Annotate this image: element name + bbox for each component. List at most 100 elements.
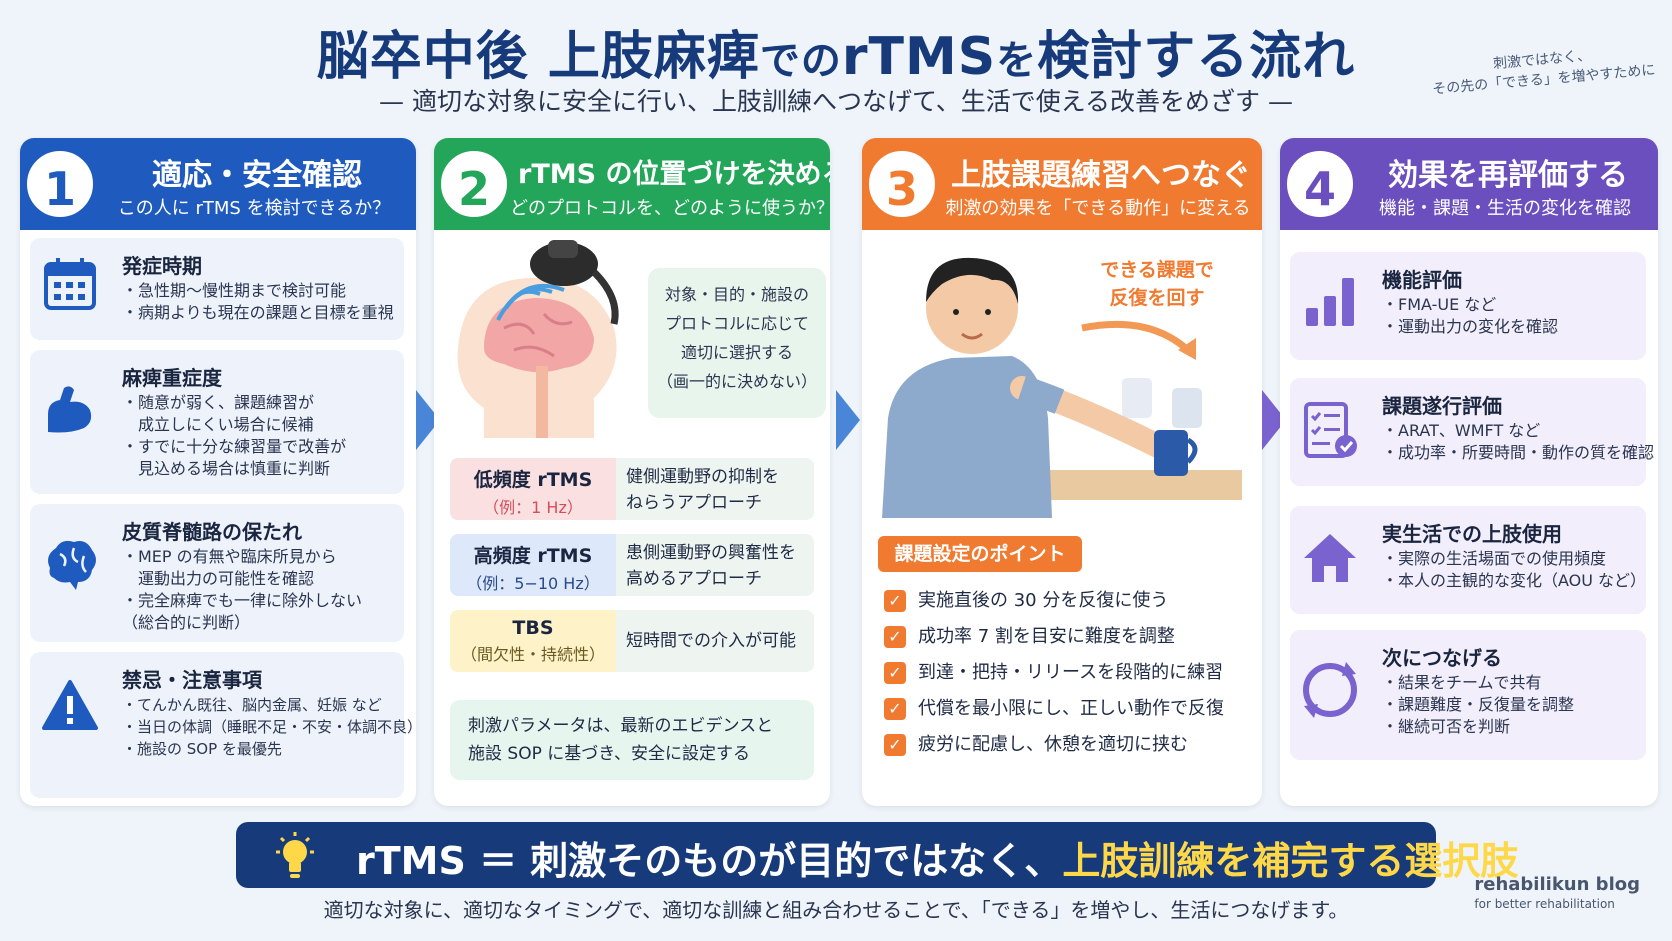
step-2-header: 2 rTMS の位置づけを決める どのプロトコルを、どのように使うか？ xyxy=(434,138,830,230)
step-4-column: 4 効果を再評価する 機能・課題・生活の変化を確認 機能評価 ・FMA-UE な… xyxy=(1280,138,1658,806)
protocol-tbs: TBS （間欠性・持続性） 短時間での介入が可能 xyxy=(450,610,814,672)
card-line: ・てんかん既往、脳内金属、妊娠 など xyxy=(122,696,382,714)
step-1-subtitle: この人に rTMS を検討できるか？ xyxy=(117,198,391,219)
card-lines: ・結果をチームで共有 ・課題難度・反復量を調整 ・継続可否を判断 xyxy=(1382,672,1640,738)
brand-tagline: for better rehabilitation xyxy=(1474,897,1615,911)
card-line: ・MEP の有無や臨床所見から xyxy=(122,547,337,566)
checklist-item: ✓到達・把持・リリースを段階的に練習 xyxy=(884,658,1223,688)
check-text: 代償を最小限にし、正しい動作で反復 xyxy=(918,698,1224,719)
protocol-example: （例：5−10 Hz） xyxy=(466,574,600,593)
checklist-item: ✓ 成功率 7 割を目安に難度を調整 xyxy=(884,622,1175,652)
card-line: ・FMA-UE など xyxy=(1382,295,1497,314)
page-title: 脳卒中後 上肢麻痺でのrTMSを検討する流れ xyxy=(0,14,1672,89)
banner-text-highlight: 上肢訓練を補完する選択肢 xyxy=(1062,839,1519,883)
card-lines: ・MEP の有無や臨床所見から 運動出力の可能性を確認 ・完全麻痺でも一律に除外… xyxy=(122,546,398,634)
param-line: 刺激パラメータは、最新のエビデンスと xyxy=(468,716,774,736)
bar-chart-icon xyxy=(1306,278,1354,326)
checklist-item: ✓ 実施直後の 30 分を反復に使う xyxy=(884,586,1168,616)
check-icon: ✓ xyxy=(884,734,906,756)
card-line: ・施設の SOP を最優先 xyxy=(122,740,282,758)
card-line: ・運動出力の変化を確認 xyxy=(1382,317,1559,336)
note-line: 適切に選択する xyxy=(680,343,793,362)
protocol-label: 低頻度 rTMS （例：1 Hz） xyxy=(450,458,616,520)
step-4-title: 効果を再評価する xyxy=(1388,158,1628,193)
checklist-item: ✓ 疲労に配慮し、休憩を適切に挟む xyxy=(884,730,1188,760)
check-icon: ✓ xyxy=(884,590,906,612)
card-line: ・当日の体調（睡眠不足・不安・体調不良） xyxy=(122,718,416,736)
checklist-item: ✓ 代償を最小限にし、正しい動作で反復 xyxy=(884,694,1224,724)
protocol-desc-line: 患側運動野の興奮性を xyxy=(626,543,796,563)
step-3-header: 3 上肢課題練習へつなぐ 刺激の効果を「できる動作」に変える xyxy=(862,138,1262,230)
card-lines: ・てんかん既往、脳内金属、妊娠 など ・当日の体調（睡眠不足・不安・体調不良） … xyxy=(122,694,416,760)
check-text: 成功率 7 割を目安に難度を調整 xyxy=(918,626,1175,647)
callout-line: 反復を回す xyxy=(1109,287,1205,309)
checklist-icon xyxy=(1304,402,1357,458)
card-line: ・継続可否を判断 xyxy=(1382,717,1511,736)
card-lines: ・急性期〜慢性期まで検討可能 ・病期よりも現在の課題と目標を重視 xyxy=(122,280,398,324)
lightbulb-icon xyxy=(276,832,314,878)
footer-message: 適切な対象に、適切なタイミングで、適切な訓練と組み合わせることで、「できる」を増… xyxy=(323,898,1349,922)
title-part-4: を xyxy=(996,38,1038,84)
protocol-high-frequency: 高頻度 rTMS （例：5−10 Hz） 患側運動野の興奮性を 高めるアプローチ xyxy=(450,534,814,596)
card-line: ・実際の生活場面での使用頻度 xyxy=(1382,549,1607,568)
warning-icon xyxy=(42,680,98,730)
protocol-label: 高頻度 rTMS （例：5−10 Hz） xyxy=(450,534,616,596)
task-point-label: 課題設定のポイント xyxy=(878,536,1082,572)
card-paralysis-severity: 麻痺重症度 ・随意が弱く、課題練習が 成立しにくい場合に候補 ・すでに十分な練習… xyxy=(30,350,404,494)
check-text: 到達・把持・リリースを段階的に練習 xyxy=(918,662,1224,683)
card-line: 見込める場合は慎重に判断 xyxy=(122,459,331,478)
card-task-evaluation: 課題遂行評価 ・ARAT、WMFT など ・成功率・所要時間・動作の質を確認 xyxy=(1290,378,1655,486)
protocol-selection-note: 対象・目的・施設の プロトコルに応じて 適切に選択する （画一的に決めない） xyxy=(648,268,826,418)
title-part-1: 脳卒中後 上肢麻痺 xyxy=(316,27,760,87)
param-line: 施設 SOP に基づき、安全に設定する xyxy=(468,744,751,764)
head-coil-illustration xyxy=(457,240,619,438)
step-4-number: 4 xyxy=(1282,146,1358,222)
card-onset-timing: 発症時期 ・急性期〜慢性期まで検討可能 ・病期よりも現在の課題と目標を重視 xyxy=(30,238,404,340)
brand-name: rehabilikun blog xyxy=(1474,874,1640,895)
check-text: 実施直後の 30 分を反復に使う xyxy=(918,590,1169,611)
key-message-banner: rTMS ＝ 刺激そのものが目的ではなく、上肢訓練を補完する選択肢 xyxy=(236,822,1518,888)
protocol-desc-line: 健側運動野の抑制を xyxy=(626,467,779,487)
card-line: ・成功率・所要時間・動作の質を確認 xyxy=(1382,443,1655,462)
step-2-title: rTMS の位置づけを決める xyxy=(518,159,830,190)
card-line: ・すでに十分な練習量で改善が xyxy=(122,437,347,456)
check-icon: ✓ xyxy=(884,626,906,648)
card-line: （総合的に判断） xyxy=(122,613,251,632)
protocol-label: TBS （間欠性・持続性） xyxy=(450,610,616,672)
step-2-column: 2 rTMS の位置づけを決める どのプロトコルを、どのように使うか？ 対象・目… xyxy=(434,138,830,806)
card-line: ・急性期〜慢性期まで検討可能 xyxy=(122,281,347,300)
protocol-description: 健側運動野の抑制を ねらうアプローチ xyxy=(616,458,814,520)
muscle-arm-icon xyxy=(48,386,92,433)
protocol-description: 短時間での介入が可能 xyxy=(616,610,814,672)
repetition-callout: できる課題で 反復を回す xyxy=(1082,256,1232,312)
banner-text: rTMS ＝ 刺激そのものが目的ではなく、上肢訓練を補完する選択肢 xyxy=(356,830,1518,885)
protocol-low-frequency: 低頻度 rTMS （例：1 Hz） 健側運動野の抑制を ねらうアプローチ xyxy=(450,458,814,520)
card-title: 次につなげる xyxy=(1382,646,1502,670)
banner-text-main: rTMS ＝ 刺激そのものが目的ではなく、 xyxy=(356,839,1063,883)
title-part-2: での xyxy=(759,38,842,84)
card-line: ・完全麻痺でも一律に除外しない xyxy=(122,591,363,610)
brand-mark: rehabilikun blog for better rehabilitati… xyxy=(1474,874,1640,911)
check-text: 疲労に配慮し、休憩を適切に挟む xyxy=(918,734,1188,755)
card-lines: ・FMA-UE など ・運動出力の変化を確認 xyxy=(1382,294,1640,338)
protocol-desc-line: ねらうアプローチ xyxy=(626,493,762,513)
step-1-header: 1 適応・安全確認 この人に rTMS を検討できるか？ xyxy=(20,138,416,230)
protocol-desc-line: 高めるアプローチ xyxy=(626,569,762,589)
flow-arrow-2 xyxy=(836,390,860,450)
card-corticospinal-tract: 皮質脊髄路の保たれ ・MEP の有無や臨床所見から 運動出力の可能性を確認 ・完… xyxy=(30,504,404,642)
step-1-title: 適応・安全確認 xyxy=(152,158,362,193)
card-line: ・課題難度・反復量を調整 xyxy=(1382,695,1575,714)
step-4-subtitle: 機能・課題・生活の変化を確認 xyxy=(1379,198,1631,219)
step-1-number: 1 xyxy=(22,146,98,222)
step-2-subtitle: どのプロトコルを、どのように使うか？ xyxy=(510,198,830,219)
step-4-header: 4 効果を再評価する 機能・課題・生活の変化を確認 xyxy=(1280,138,1658,230)
card-real-life-use: 実生活での上肢使用 ・実際の生活場面での使用頻度 ・本人の主観的な変化（AOU … xyxy=(1290,506,1646,614)
card-title: 実生活での上肢使用 xyxy=(1382,522,1562,546)
card-line: ・随意が弱く、課題練習が xyxy=(122,393,315,412)
check-icon: ✓ xyxy=(884,698,906,720)
step-3-subtitle: 刺激の効果を「できる動作」に変える xyxy=(945,198,1251,219)
brain-icon xyxy=(48,540,96,590)
step-3-number: 3 xyxy=(864,146,940,222)
callout-line: できる課題で xyxy=(1100,259,1214,281)
card-title: 皮質脊髄路の保たれ xyxy=(122,520,302,544)
